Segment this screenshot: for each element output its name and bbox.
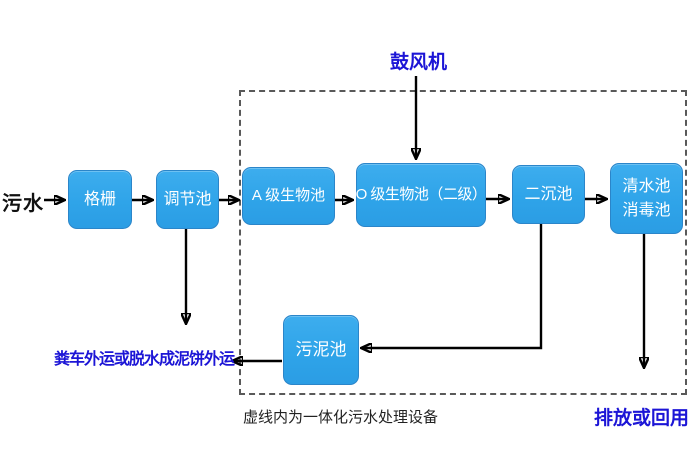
process-box-label: 格栅 xyxy=(83,190,116,208)
process-box-label: 消毒池 xyxy=(622,201,671,219)
process-box-label: A 级生物池 xyxy=(251,187,326,205)
process-box-label: 调节池 xyxy=(163,190,212,208)
discharge-label: 排放或回用 xyxy=(594,408,690,429)
process-box-label: 污泥池 xyxy=(295,339,347,359)
process-box-label: 清水池 xyxy=(622,178,671,196)
process-box-a-level-bio-tank: A 级生物池 xyxy=(242,167,335,225)
process-box-secondary-sedimentation-tank: 二沉池 xyxy=(512,165,585,224)
integrated-equipment-dashed-boundary xyxy=(239,90,687,395)
influent-label: 污水 xyxy=(2,193,44,215)
process-box-sludge-tank: 污泥池 xyxy=(283,315,359,385)
process-box-o-level-bio-tank: O 级生物池（二级） xyxy=(355,163,487,227)
process-box-regulating-tank: 调节池 xyxy=(156,170,219,229)
sludge-disposal-label: 粪车外运或脱水成泥饼外运 xyxy=(54,351,235,368)
process-box-label: O 级生物池（二级） xyxy=(355,186,487,204)
equipment-caption: 虚线内为一体化污水处理设备 xyxy=(243,409,439,426)
process-box-grid: 格栅 xyxy=(68,170,132,229)
process-box-clear-water-disinfection-tank: 清水池 消毒池 xyxy=(610,163,683,234)
process-box-label: 二沉池 xyxy=(524,185,573,203)
blower-label: 鼓风机 xyxy=(390,52,448,73)
